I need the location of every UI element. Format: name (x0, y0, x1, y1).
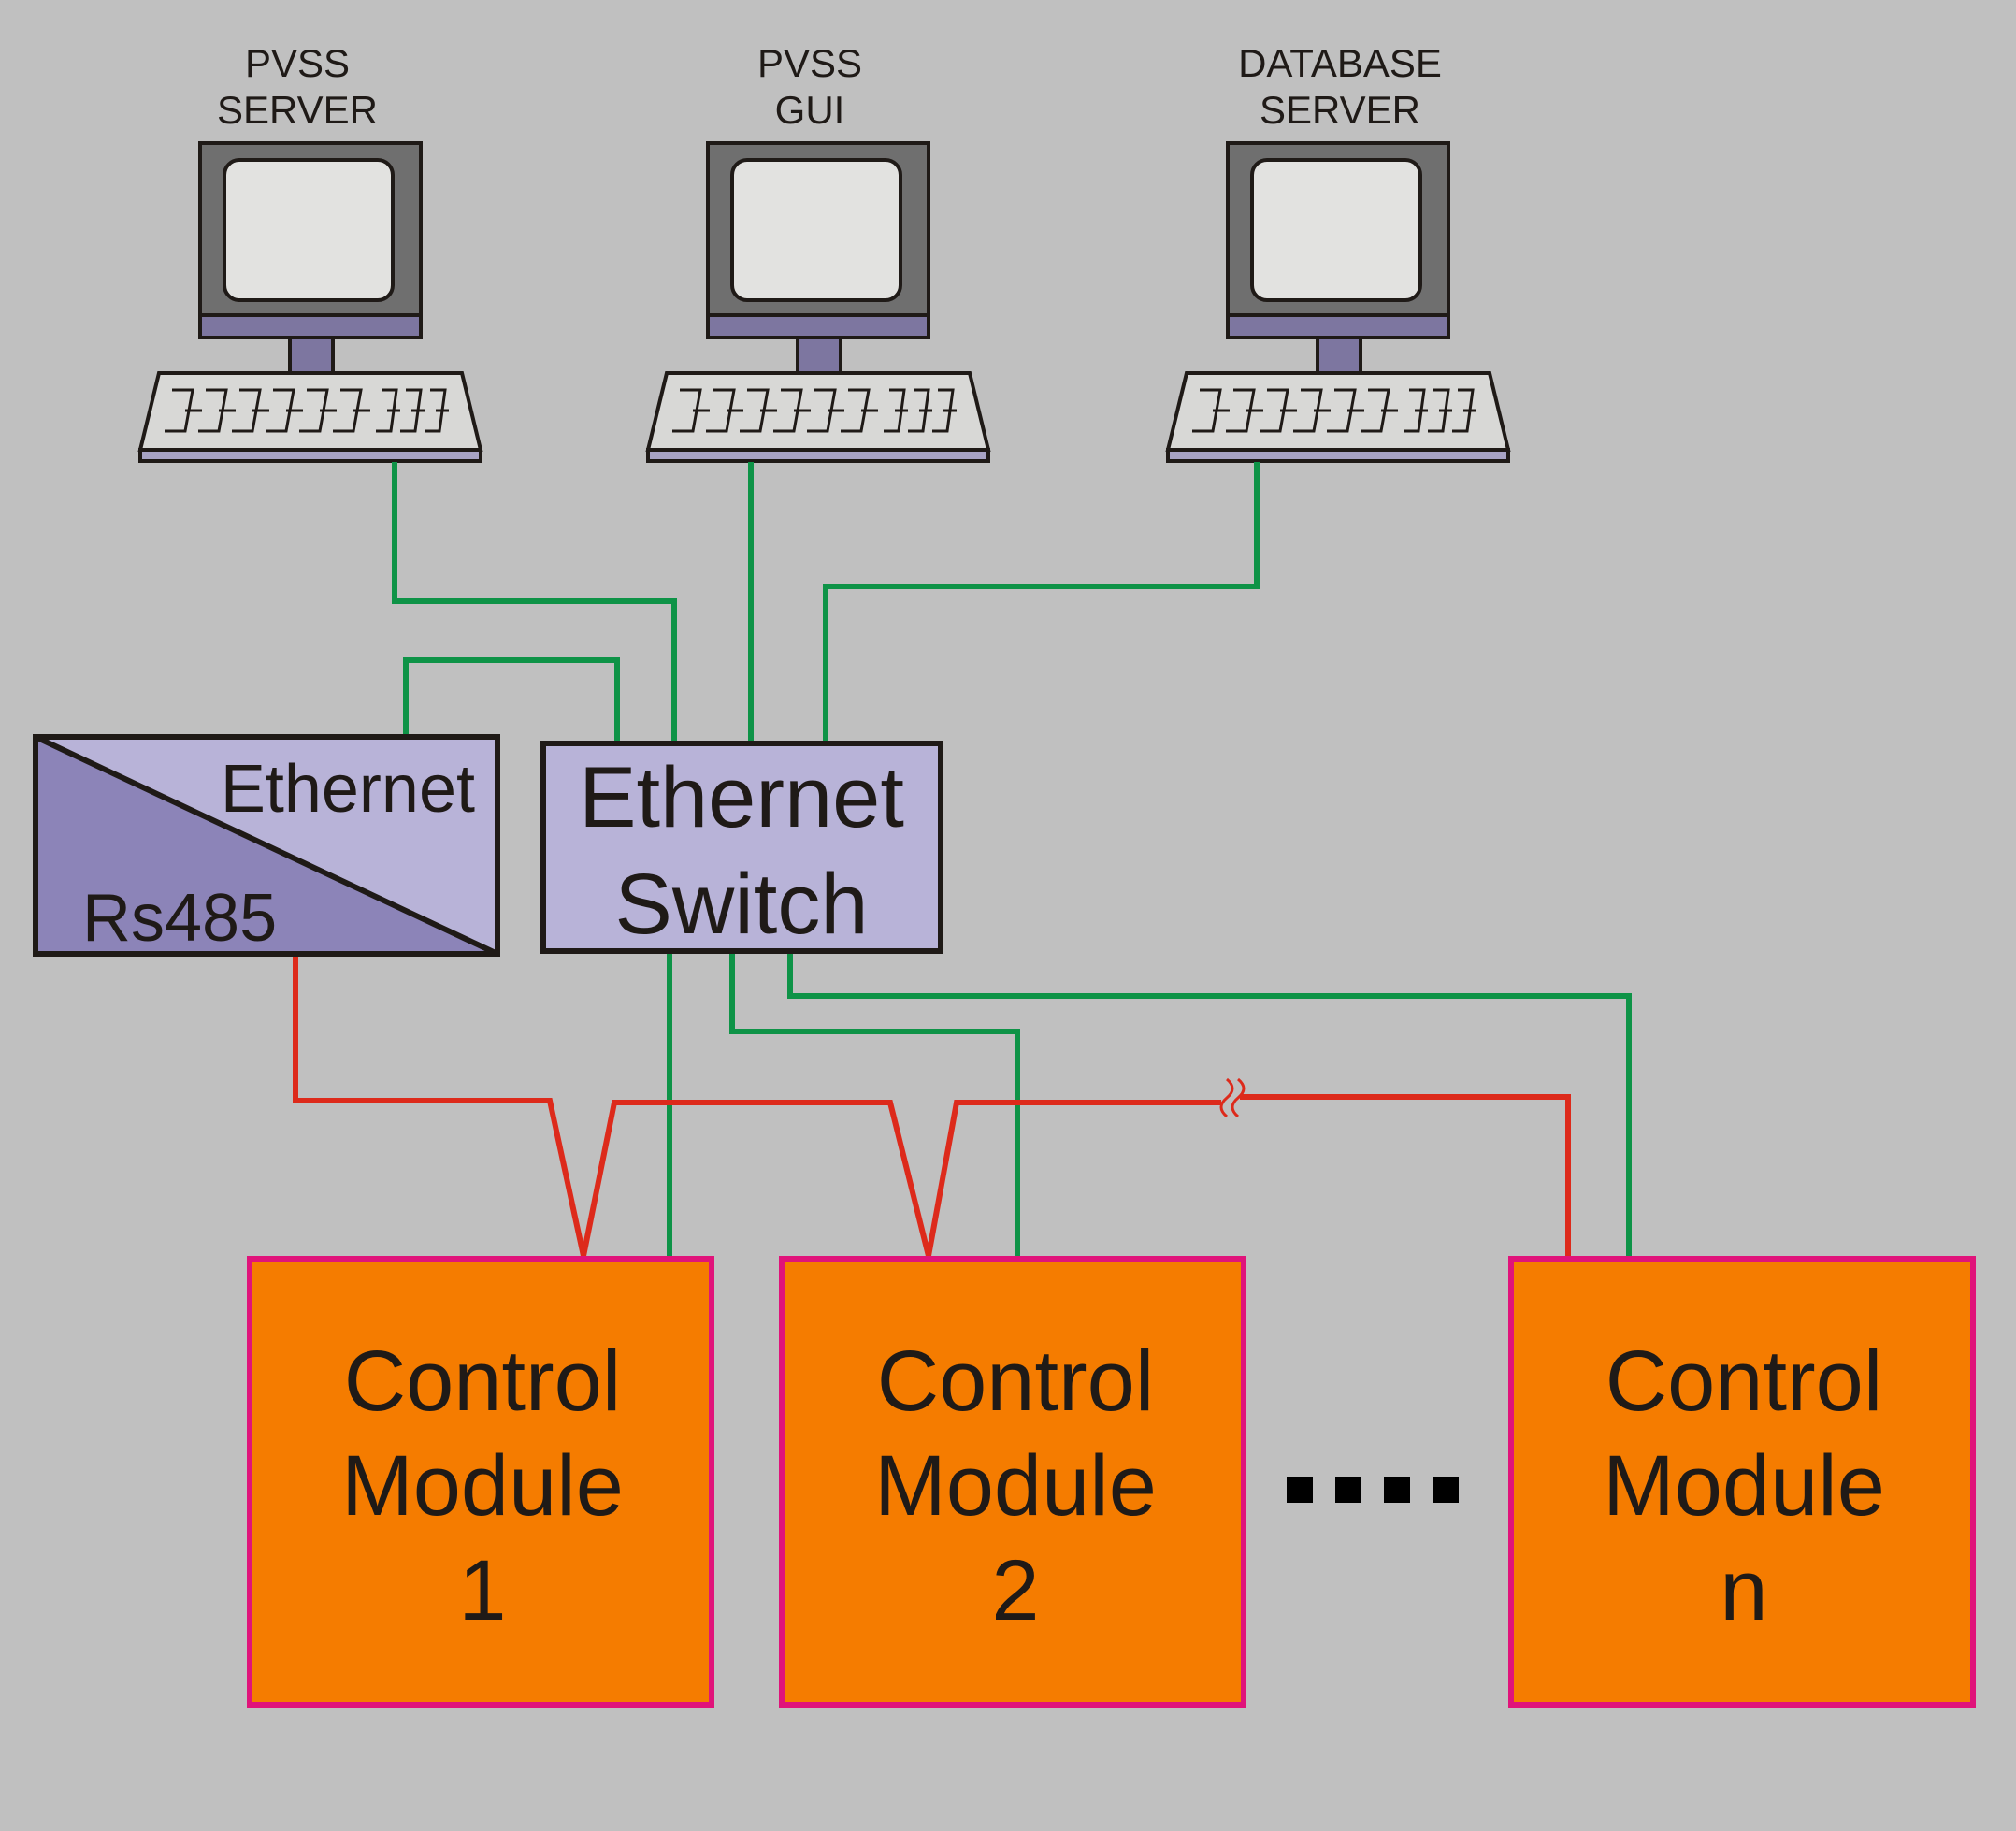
switch-label-line1: Ethernet (579, 750, 904, 845)
module-2-line2: Module (874, 1438, 1157, 1534)
rs485-bus (293, 956, 1571, 1259)
cable-switch-to-module-2 (729, 951, 1020, 1259)
module-2-line1: Control (877, 1334, 1155, 1429)
ethernet-rs485-converter: Ethernet Rs485 (33, 734, 500, 957)
converter-bottom-label: Rs485 (82, 881, 277, 956)
label-pvss-gui-line2: GUI (775, 88, 845, 132)
cable-server-to-switch (392, 462, 677, 743)
computer-database-server (1166, 141, 1510, 463)
module-1-line3: 1 (458, 1543, 506, 1638)
module-1-line1: Control (344, 1334, 622, 1429)
module-n-line3: n (1720, 1543, 1767, 1638)
module-n-line1: Control (1606, 1334, 1883, 1429)
cable-switch-to-module-n (787, 951, 1632, 1259)
computer-pvss-gui (646, 141, 990, 463)
control-module-n: Control Module n (1508, 1256, 1976, 1708)
switch-label-line2: Switch (615, 857, 869, 952)
converter-top-label: Ethernet (221, 752, 475, 827)
cable-converter-to-switch (403, 657, 620, 743)
rs485-cable (293, 956, 1221, 1257)
ethernet-switch: Ethernet Switch (540, 741, 943, 954)
ellipsis-dots (1287, 1477, 1459, 1503)
label-pvss-server-line1: PVSS (245, 41, 350, 85)
rs485-cable-end (1240, 1094, 1571, 1259)
label-database-server-line1: DATABASE (1238, 41, 1442, 85)
label-pvss-gui-line1: PVSS (757, 41, 862, 85)
label-pvss-server-line2: SERVER (217, 88, 378, 132)
cable-break-icon (1219, 1077, 1246, 1118)
computer-pvss-server (138, 141, 482, 463)
control-module-2: Control Module 2 (779, 1256, 1246, 1708)
module-1-line2: Module (341, 1438, 624, 1534)
label-database-server-line2: SERVER (1260, 88, 1420, 132)
cable-database-to-switch (823, 462, 1260, 743)
module-2-line3: 2 (991, 1543, 1039, 1638)
control-module-1: Control Module 1 (247, 1256, 714, 1708)
module-n-line2: Module (1603, 1438, 1885, 1534)
